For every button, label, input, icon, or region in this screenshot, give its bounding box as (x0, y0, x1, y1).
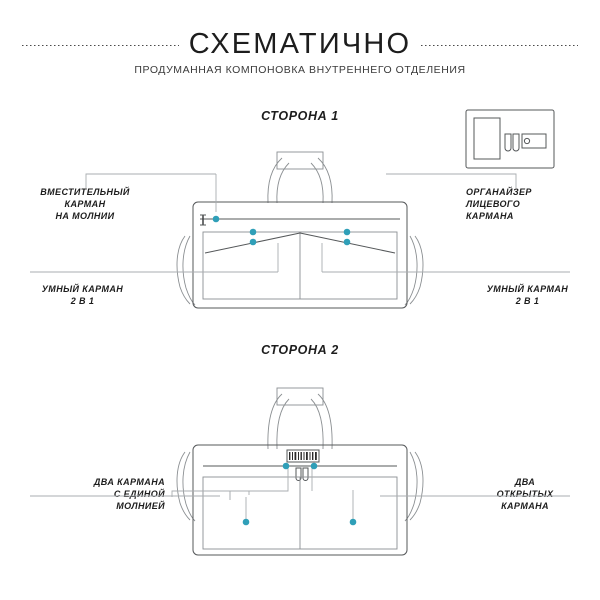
callout-line: КАРМАН (64, 199, 106, 209)
accent-dot (249, 238, 257, 246)
title-divider-left (22, 44, 179, 46)
callout-line: КАРМАНА (501, 501, 549, 511)
callout-line: КАРМАНА (466, 211, 514, 221)
callout-line: УМНЫЙ КАРМАН (486, 284, 569, 294)
callout-two-pockets-one-zip: ДВА КАРМАНА С ЕДИНОЙ МОЛНИЕЙ (10, 476, 165, 512)
section-label-side-2: СТОРОНА 2 (261, 343, 339, 357)
callout-line: ЛИЦЕВОГО (466, 199, 521, 209)
callout-line: МОЛНИЕЙ (116, 501, 165, 511)
callout-front-pocket-organizer: ОРГАНАЙЗЕР ЛИЦЕВОГО КАРМАНА (466, 186, 600, 222)
page-title: СХЕМАТИЧНО (188, 27, 412, 60)
accent-dot (282, 462, 290, 470)
callout-line: 2 В 1 (515, 296, 540, 306)
callout-smart-pocket-left: УМНЫЙ КАРМАН 2 В 1 (10, 283, 155, 307)
callout-line: НА МОЛНИИ (55, 211, 115, 221)
callout-smart-pocket-right: УМНЫЙ КАРМАН 2 В 1 (455, 283, 600, 307)
callout-line: УМНЫЙ КАРМАН (41, 284, 124, 294)
callout-line: 2 В 1 (70, 296, 95, 306)
barcode-label (289, 452, 317, 460)
section-label-side-1: СТОРОНА 1 (261, 109, 339, 123)
callout-line: ОТКРЫТЫХ (496, 489, 554, 499)
callout-line: С ЕДИНОЙ (113, 489, 165, 499)
callout-line: ВМЕСТИТЕЛЬНЫЙ (40, 187, 130, 197)
page-subtitle: ПРОДУМАННАЯ КОМПОНОВКА ВНУТРЕННЕГО ОТДЕЛ… (134, 64, 466, 76)
accent-dot (212, 215, 220, 223)
callout-two-open-pockets: ДВА ОТКРЫТЫХ КАРМАНА (450, 476, 600, 512)
organizer-detail-inset (465, 109, 555, 169)
title-divider-right (421, 44, 578, 46)
callout-line: ДВА КАРМАНА (93, 477, 165, 487)
accent-dot (242, 518, 250, 526)
callout-line: ДВА (514, 477, 536, 487)
callout-line: ОРГАНАЙЗЕР (466, 187, 532, 197)
accent-dot (249, 228, 257, 236)
accent-dot (349, 518, 357, 526)
callout-spacious-zip-pocket: ВМЕСТИТЕЛЬНЫЙ КАРМАН НА МОЛНИИ (10, 186, 160, 222)
accent-dot (310, 462, 318, 470)
bag-side-2 (30, 387, 570, 556)
accent-dot (343, 228, 351, 236)
accent-dot (343, 238, 351, 246)
title-row: СХЕМАТИЧНО (0, 26, 600, 62)
bag-side-1 (30, 151, 570, 309)
